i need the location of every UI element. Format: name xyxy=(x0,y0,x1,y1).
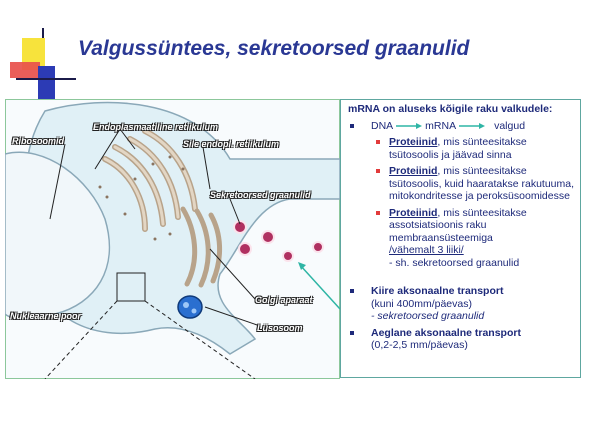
flow-dna: DNA xyxy=(371,119,394,132)
pointer-arrow xyxy=(299,264,340,310)
flow-mrna: mRNA xyxy=(425,119,457,132)
label-secretory-granules: Sekretoorsed graanulid xyxy=(210,190,311,200)
fast-transport-title: Kiire aksonaalne transport xyxy=(371,285,504,297)
secretory-granules xyxy=(233,220,324,262)
red-bullet-icon xyxy=(376,210,380,215)
label-nuclear-pore: Nukleaarne poor xyxy=(10,311,82,321)
protein-note: /vähemalt 3 liiki/ xyxy=(389,244,464,256)
label-ribosomes: Ribosoomid xyxy=(12,136,64,146)
label-lysosome: Lüsosoom xyxy=(257,323,303,333)
right-arrow-icon xyxy=(396,122,423,129)
flow-protein: valgud xyxy=(494,119,526,132)
protein-item: Proteiinid, mis sünteesitakse tsütosooli… xyxy=(346,136,575,161)
red-bullet-icon xyxy=(376,169,380,173)
ribosome-dots xyxy=(98,155,185,241)
flow-row: DNA mRNA valgud xyxy=(346,120,575,133)
decor-blue-square xyxy=(38,66,55,99)
panel-heading: mRNA on aluseks kõigile raku valkudele: xyxy=(348,103,553,115)
protein-item: Proteiinid, mis sünteesitakse tsütosooli… xyxy=(346,165,575,203)
protein-text: , mis sünteesitakse tsütosoolis, kuid ha… xyxy=(389,165,575,202)
text-panel: mRNA on aluseks kõigile raku valkudele: … xyxy=(340,99,581,378)
label-smooth-er: Sile endopl. retiikulum xyxy=(183,139,280,149)
label-golgi: Golgi aparaat xyxy=(255,295,313,305)
square-bullet-icon xyxy=(350,289,354,293)
zoom-box xyxy=(116,272,146,302)
nucleus xyxy=(5,151,111,320)
red-bullet-icon xyxy=(376,140,380,144)
protein-item: Proteiinid, mis sünteesitakse assotsiats… xyxy=(346,207,575,270)
lysosome xyxy=(177,295,203,319)
square-bullet-icon xyxy=(350,123,354,128)
slow-transport: Aeglane aksonaalne transport (0,2-2,5 mm… xyxy=(346,327,575,352)
square-bullet-icon xyxy=(350,330,354,335)
protein-subnote: - sh. sekretoorsed graanulid xyxy=(389,256,520,269)
protein-keyword: Proteiinid xyxy=(389,165,438,177)
cell-diagram xyxy=(5,101,340,379)
slow-transport-title: Aeglane aksonaalne transport xyxy=(371,326,521,339)
right-arrow-icon xyxy=(459,122,486,129)
protein-keyword: Proteiinid xyxy=(389,206,438,219)
label-er: Endoplasmaatiline retiikulum xyxy=(93,122,219,132)
protein-text: , mis sünteesitakse tsütosoolis ja jääva… xyxy=(389,136,527,161)
fast-transport-note: - sekretoorsed graanulid xyxy=(371,310,485,322)
decor-horizontal-line xyxy=(16,78,76,80)
slide-title: Valgussüntees, sekretoorsed graanulid xyxy=(78,37,470,60)
slow-transport-detail: (0,2-2,5 mm/päevas) xyxy=(371,339,468,351)
decor-red-square xyxy=(10,62,40,78)
protein-keyword: Proteiinid xyxy=(389,136,438,148)
fast-transport-detail: (kuni 400mm/päevas) xyxy=(371,297,472,310)
protein-text: , mis sünteesitakse assotsiatsioonis rak… xyxy=(389,206,527,244)
golgi-stack xyxy=(180,206,223,288)
fast-transport: Kiire aksonaalne transport (kuni 400mm/p… xyxy=(346,285,575,323)
leader-lines xyxy=(49,128,261,327)
